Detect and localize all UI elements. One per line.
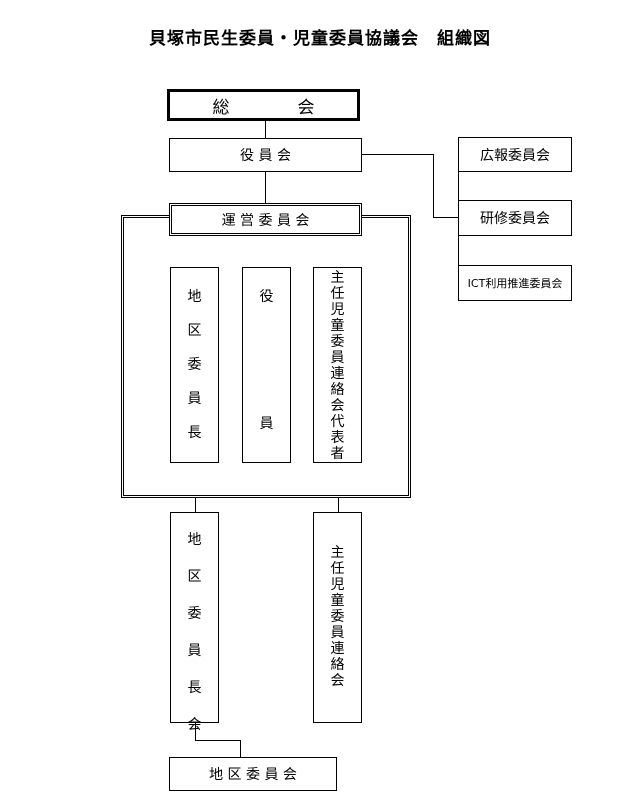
shunin-renrakukai-box: 主 任 児 童 委 員 連 絡 会 [313, 512, 362, 723]
connector-soukai-yakuinkai [265, 120, 266, 138]
connector-elbow-down [240, 740, 241, 758]
inner-yakuin-box: 役 員 [242, 267, 291, 463]
inner-shunin-daihyosha-label: 主 任 児 童 委 員 連 絡 会 代 表 者 [330, 270, 345, 462]
shunin-renrakukai-label: 主 任 児 童 委 員 連 絡 会 [330, 545, 345, 689]
inner-yakuin-label: 役 員 [259, 289, 274, 432]
soukai-box: 総 会 [167, 89, 360, 121]
connector-yakuinkai-side-h [361, 154, 434, 155]
kouhou-iinkai-box: 広報委員会 [458, 137, 572, 172]
inner-chiku-iincho-box: 地 区 委 員 長 [170, 267, 219, 463]
chiku-iinchokai-label: 地 区 委 員 長 会 [187, 532, 202, 733]
inner-chiku-iincho-label: 地 区 委 員 長 [187, 289, 202, 441]
ict-iinkai-label: ICT利用推進委員会 [467, 277, 563, 290]
chiku-iinkai-label: 地 区 委 員 会 [209, 767, 297, 783]
kouhou-iinkai-label: 広報委員会 [480, 147, 550, 164]
connector-side-to-kenshu [433, 217, 458, 218]
ict-iinkai-box: ICT利用推進委員会 [458, 265, 572, 301]
connector-chikuchokai-down [195, 723, 196, 741]
chiku-iinkai-box: 地 区 委 員 会 [169, 757, 337, 791]
connector-unei-shunin [338, 497, 339, 512]
chiku-iinchokai-box: 地 区 委 員 長 会 [170, 512, 219, 733]
unei-iinkai-label: 運 営 委 員 会 [221, 212, 310, 229]
connector-elbow-h [195, 740, 241, 741]
kenshu-iinkai-box: 研修委員会 [458, 200, 572, 236]
soukai-label: 総 会 [212, 97, 315, 118]
page-title: 貝塚市民生委員・児童委員協議会 組織図 [149, 29, 491, 49]
kenshu-iinkai-label: 研修委員会 [480, 211, 550, 227]
unei-iinkai-box: 運 営 委 員 会 [169, 203, 362, 236]
connector-unei-chikuchokai [195, 497, 196, 512]
yakuinkai-label: 役 員 会 [240, 148, 291, 164]
yakuinkai-box: 役 員 会 [169, 138, 362, 172]
connector-side-trunk [433, 154, 434, 218]
inner-shunin-daihyosha-box: 主 任 児 童 委 員 連 絡 会 代 表 者 [313, 267, 362, 463]
connector-yakuinkai-unei [265, 171, 266, 204]
